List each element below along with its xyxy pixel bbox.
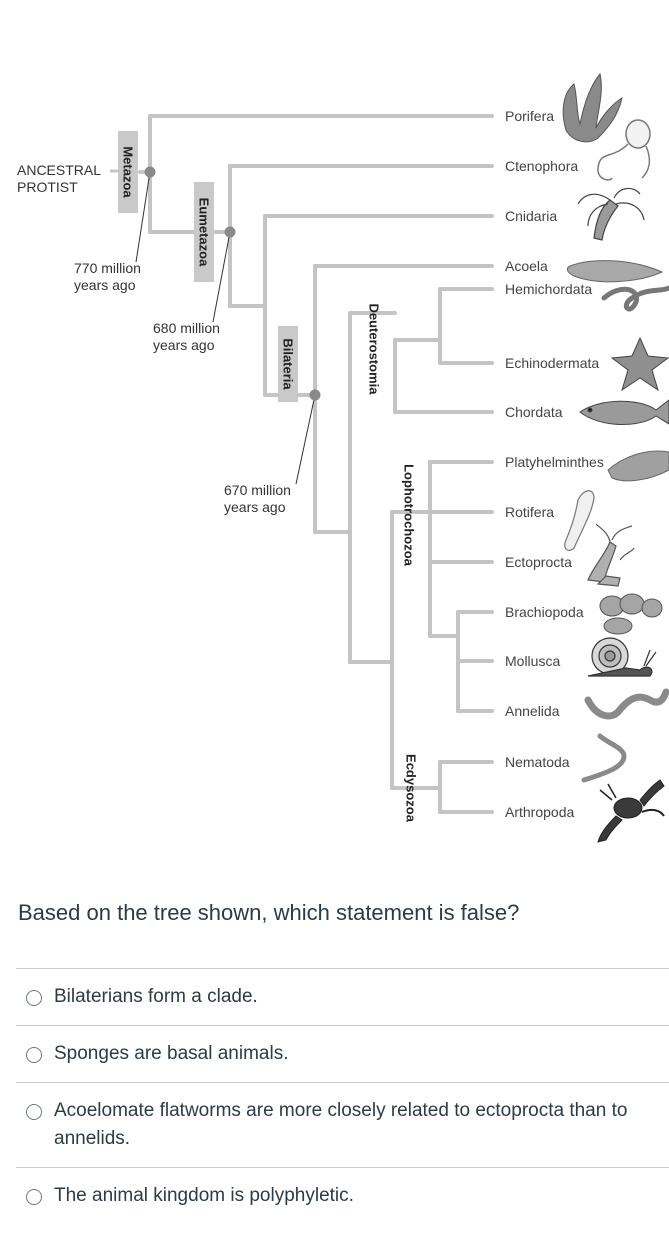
answer-list: Bilaterians form a clade. Sponges are ba… (16, 968, 669, 1224)
answer-option-4[interactable]: The animal kingdom is polyphyletic. (16, 1167, 669, 1224)
time-label-770-line-2: years ago (74, 277, 136, 293)
clade-label-metazoa: Metazoa (121, 146, 136, 198)
taxon-label-nematoda: Nematoda (505, 754, 570, 770)
question-text: Based on the tree shown, which statement… (18, 900, 520, 925)
earthworm-icon (584, 688, 669, 720)
taxon-label-ectoprocta: Ectoprocta (505, 554, 572, 570)
bilateria-node (309, 389, 321, 401)
sea-star-icon (610, 336, 669, 392)
taxon-label-echinodermata: Echinodermata (505, 355, 599, 371)
answer-label: Sponges are basal animals. (54, 1043, 289, 1064)
brachiopod-icon (599, 593, 663, 635)
clade-label-eumetazoa-box (194, 182, 214, 282)
taxon-label-ctenophora: Ctenophora (505, 158, 578, 174)
taxon-label-acoela: Acoela (505, 258, 548, 274)
root-label-ancestral-protist-line-1: ANCESTRAL (17, 162, 101, 178)
answer-option-1[interactable]: Bilaterians form a clade. (16, 968, 669, 1025)
clade-label-bilateria: Bilateria (281, 338, 296, 390)
radio-button-icon[interactable] (26, 1104, 42, 1120)
radio-button-icon[interactable] (26, 1189, 42, 1205)
tree-branches (138, 114, 494, 814)
root-label-ancestral-protist-line-2: PROTIST (17, 179, 78, 195)
metazoa-time-pointer (135, 171, 151, 263)
clade-label-eumetazoa: Eumetazoa (197, 198, 212, 267)
taxon-label-mollusca: Mollusca (505, 653, 560, 669)
radio-button-icon[interactable] (26, 1047, 42, 1063)
time-label-680-line-1: 680 million (153, 320, 220, 336)
radio-button-icon[interactable] (26, 990, 42, 1006)
taxon-label-platyhelminthes: Platyhelminthes (505, 454, 604, 470)
clade-label-lophotrochozoa: Lophotrochozoa (402, 464, 417, 567)
bryozoan-icon (587, 523, 635, 587)
comb-jelly-icon (597, 119, 651, 181)
answer-option-3[interactable]: Acoelomate flatworms are more closely re… (16, 1082, 669, 1167)
taxon-label-rotifera: Rotifera (505, 504, 554, 520)
lobster-icon (597, 779, 665, 843)
rotifer-icon (564, 490, 595, 552)
clade-label-metazoa-box (118, 131, 138, 213)
bilateria-time-pointer (295, 394, 316, 485)
taxa-labels: PoriferaCtenophoraCnidariaAcoelaHemichor… (505, 108, 604, 820)
time-pointers (135, 171, 316, 485)
clade-label-bilateria-box (278, 326, 298, 402)
animal-illustrations (562, 72, 669, 843)
metazoa-node (144, 166, 156, 178)
sponge-icon (562, 72, 623, 143)
answer-label: Acoelomate flatworms are more closely re… (54, 1100, 628, 1149)
clade-label-deuterostomia: Deuterostomia (367, 303, 382, 395)
snail-icon (587, 637, 657, 677)
taxon-label-annelida: Annelida (505, 703, 560, 719)
time-label-670-line-2: years ago (224, 499, 286, 515)
eumetazoa-node (224, 226, 236, 238)
time-label-670-line-1: 670 million (224, 482, 291, 498)
answer-option-2[interactable]: Sponges are basal animals. (16, 1025, 669, 1082)
time-label-770-line-1: 770 million (74, 260, 141, 276)
taxon-label-cnidaria: Cnidaria (505, 208, 557, 224)
taxon-label-hemichordata: Hemichordata (505, 281, 592, 297)
eumetazoa-time-pointer (212, 231, 231, 323)
time-label-680-line-2: years ago (153, 337, 215, 353)
fish-icon (579, 399, 669, 425)
taxon-label-chordata: Chordata (505, 404, 563, 420)
clade-label-ecdysozoa: Ecdysozoa (404, 754, 419, 823)
acorn-worm-icon (601, 285, 669, 312)
answer-label: The animal kingdom is polyphyletic. (54, 1185, 354, 1206)
flatworm-icon (607, 450, 669, 482)
answer-label: Bilaterians form a clade. (54, 986, 258, 1007)
cnidarian-icon (577, 187, 645, 241)
taxon-label-brachiopoda: Brachiopoda (505, 604, 584, 620)
roundworm-icon (581, 733, 627, 783)
taxon-label-arthropoda: Arthropoda (505, 804, 574, 820)
taxon-label-porifera: Porifera (505, 108, 554, 124)
acoel-worm-icon (566, 260, 664, 283)
tree-nodes (144, 166, 321, 401)
